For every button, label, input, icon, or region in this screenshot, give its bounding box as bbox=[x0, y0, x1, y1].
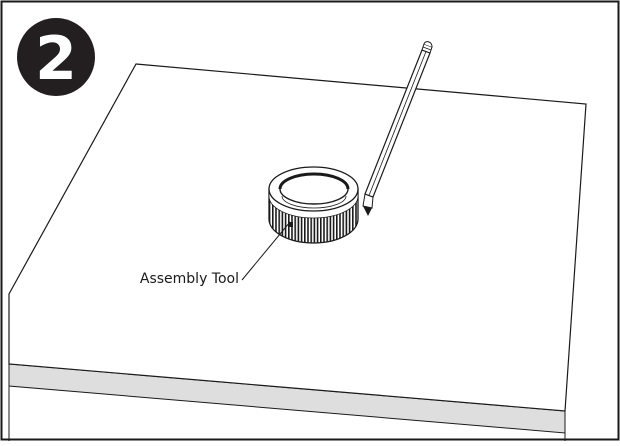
callout-leader-line bbox=[241, 221, 291, 281]
callout-label: Assembly Tool bbox=[140, 271, 239, 287]
step-badge: 2 bbox=[17, 18, 95, 96]
pencil-icon bbox=[362, 41, 433, 216]
step-number: 2 bbox=[35, 24, 77, 94]
step-badge-circle bbox=[17, 18, 95, 96]
assembly-tool-ring-icon bbox=[268, 166, 359, 244]
